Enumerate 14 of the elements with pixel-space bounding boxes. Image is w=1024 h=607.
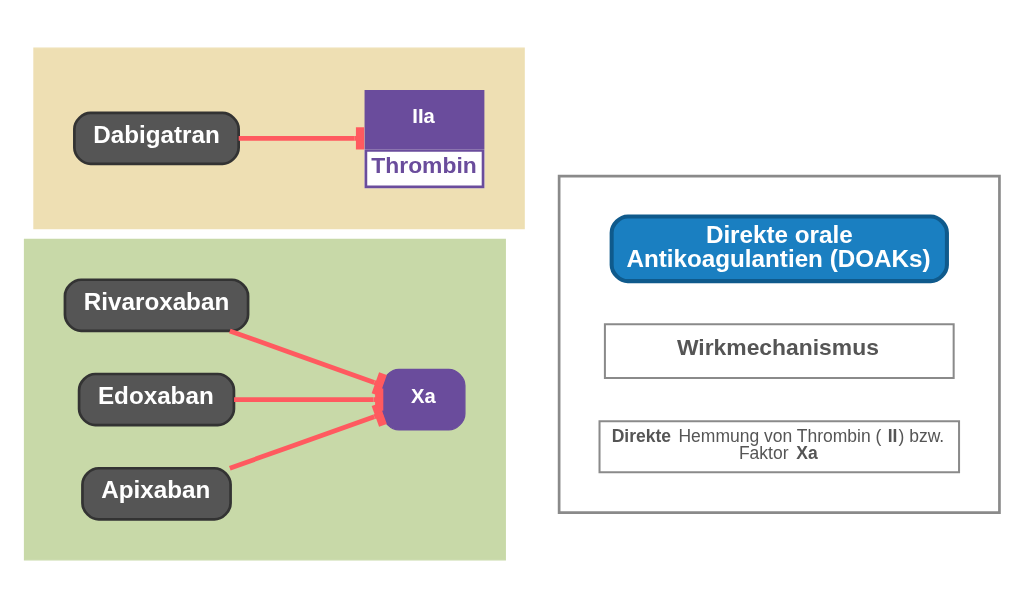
cluster [23, 238, 506, 560]
cluster [33, 47, 525, 229]
connector [229, 402, 387, 470]
node-box: Direkte Hemmung von Thrombin (II) bzw. Faktor Xa [598, 419, 961, 473]
node-box: Direkte orale Antikoagulantien (DOAKs) [609, 213, 949, 283]
node-box: Xa [382, 368, 466, 431]
node-box: Edoxaban [77, 372, 236, 427]
node-box: Dabigatran [73, 110, 240, 165]
node-box: Apixaban [81, 466, 232, 521]
node-label: Thrombin [371, 151, 477, 178]
node-box: Wirkmechanismus [603, 322, 955, 379]
connector [229, 328, 387, 396]
node-box: Rivaroxaban [63, 277, 250, 332]
cluster [557, 174, 1001, 514]
